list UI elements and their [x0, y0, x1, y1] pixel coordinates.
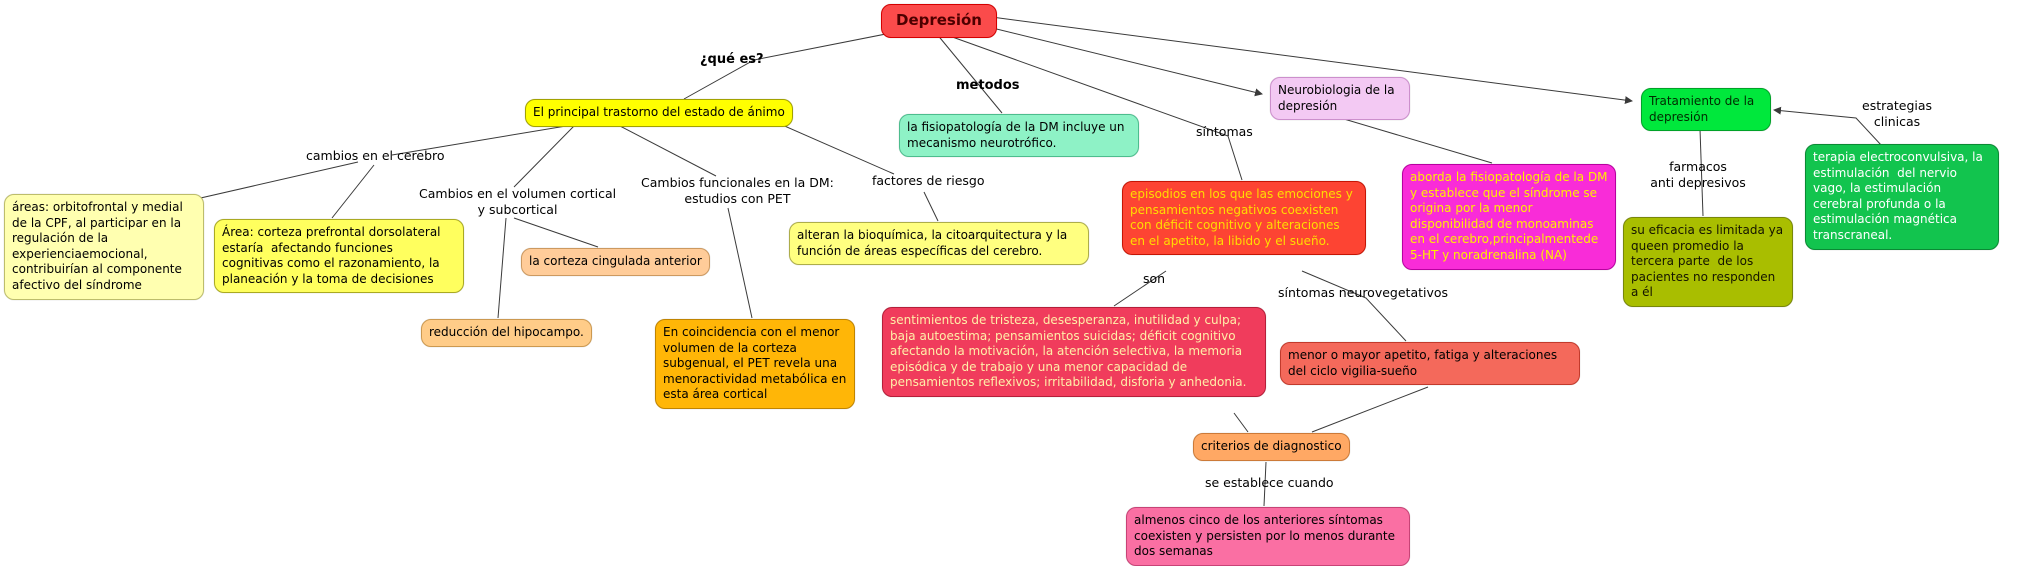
edge-cambios-volumen-cingulada — [514, 218, 598, 247]
edge-neurobiologia-aborda — [1344, 119, 1492, 163]
label-cambios-en-el-cerebro[interactable]: cambios en el cerebro — [306, 148, 445, 163]
label-sintomas-neurovegetativos[interactable]: síntomas neurovegetativos — [1278, 285, 1449, 300]
edge-depresion-neurobiologia — [976, 24, 1263, 97]
edge-episodios-son-sentimientos — [1114, 271, 1166, 306]
label-se-establece-cuando[interactable]: se establece cuando — [1205, 475, 1334, 490]
node-tratamiento[interactable]: Tratamiento de la depresión — [1641, 88, 1771, 132]
label-sintomas[interactable]: síntomas — [1196, 124, 1253, 139]
label-factores-de-riesgo[interactable]: factores de riesgo — [872, 173, 985, 188]
node-depresion[interactable]: Depresión — [881, 4, 997, 38]
edge-principal-factores — [780, 124, 894, 174]
node-apetito-fatiga[interactable]: menor o mayor apetito, fatiga y alteraci… — [1280, 342, 1580, 386]
edge-menor-criterios — [1312, 387, 1428, 432]
node-corteza-cingulada[interactable]: la corteza cingulada anterior — [521, 248, 710, 276]
node-reduccion-hipocampo[interactable]: reducción del hipocampo. — [421, 319, 592, 347]
edge-depresion-tratamiento — [984, 16, 1633, 105]
node-pet-menor-actividad[interactable]: En coincidencia con el menor volumen de … — [655, 319, 855, 409]
label-metodos[interactable]: metodos — [956, 78, 1020, 93]
node-cinco-sintomas-dos-semanas[interactable]: almenos cinco de los anteriores síntomas… — [1126, 507, 1410, 566]
edge-depresion-sintomas-episodios — [944, 34, 1242, 180]
edge-cambios-funcionales-coincidencia — [728, 208, 752, 318]
edge-episodios-neurovegetativos-menor — [1302, 271, 1406, 341]
label-farmacos-antidepresivos[interactable]: farmacos anti depresivos — [1650, 159, 1746, 191]
edge-terapia-estrategias-tratamiento — [1773, 106, 1882, 146]
label-cambios-volumen-cortical[interactable]: Cambios en el volumen cortical y subcort… — [419, 186, 617, 218]
node-alteran-bioquimica[interactable]: alteran la bioquímica, la citoarquitectu… — [789, 222, 1089, 266]
node-neurobiologia[interactable]: Neurobiologia de la depresión — [1270, 77, 1410, 121]
edge-tratamiento-farmacos-eficacia — [1700, 129, 1703, 216]
node-areas-orbitofrontal[interactable]: áreas: orbitofrontal y medial de la CPF,… — [4, 194, 204, 300]
edge-factores-alteran — [924, 192, 938, 221]
label-son[interactable]: son — [1143, 271, 1166, 286]
edge-criterios-almenos — [1264, 462, 1266, 506]
edge-sentimientos-criterios — [1234, 413, 1248, 432]
edge-cambios-volumen-hipocampo — [498, 218, 506, 318]
node-fisiopatologia-neurotrofico[interactable]: la fisiopatología de la DM incluye un me… — [899, 114, 1139, 158]
label-que-es[interactable]: ¿qué es? — [700, 52, 764, 67]
label-cambios-funcionales-pet[interactable]: Cambios funcionales en la DM: estudios c… — [641, 175, 834, 207]
edge-principal-cambios-funcionales — [620, 126, 716, 176]
node-monoaminas[interactable]: aborda la fisiopatología de la DM y esta… — [1402, 164, 1616, 270]
node-sentimientos-tristeza[interactable]: sentimientos de tristeza, desesperanza, … — [882, 307, 1266, 397]
edge-depresion-metodos-fisiopatologia — [936, 33, 1002, 113]
node-principal-trastorno[interactable]: El principal trastorno del estado de áni… — [525, 99, 793, 127]
node-corteza-prefrontal-dorsolateral[interactable]: Área: corteza prefrontal dorsolateral es… — [214, 219, 464, 294]
edge-principal-cambios-volumen — [514, 126, 574, 187]
edge-principal-cambios-cerebro — [392, 126, 566, 155]
node-episodios-emociones[interactable]: episodios en los que las emociones y pen… — [1122, 181, 1366, 256]
edge-cambios-cerebro-dorsolateral — [332, 165, 374, 218]
edge-depresion-que-es-principal — [684, 32, 896, 99]
label-estrategias-clinicas[interactable]: estrategias clinicas — [1862, 98, 1933, 130]
node-criterios-diagnostico[interactable]: criterios de diagnostico — [1193, 433, 1350, 461]
node-terapia-electroconvulsiva[interactable]: terapia electroconvulsiva, la estimulaci… — [1805, 144, 1999, 250]
node-eficacia-limitada[interactable]: su eficacia es limitada ya queen promedi… — [1623, 217, 1793, 307]
